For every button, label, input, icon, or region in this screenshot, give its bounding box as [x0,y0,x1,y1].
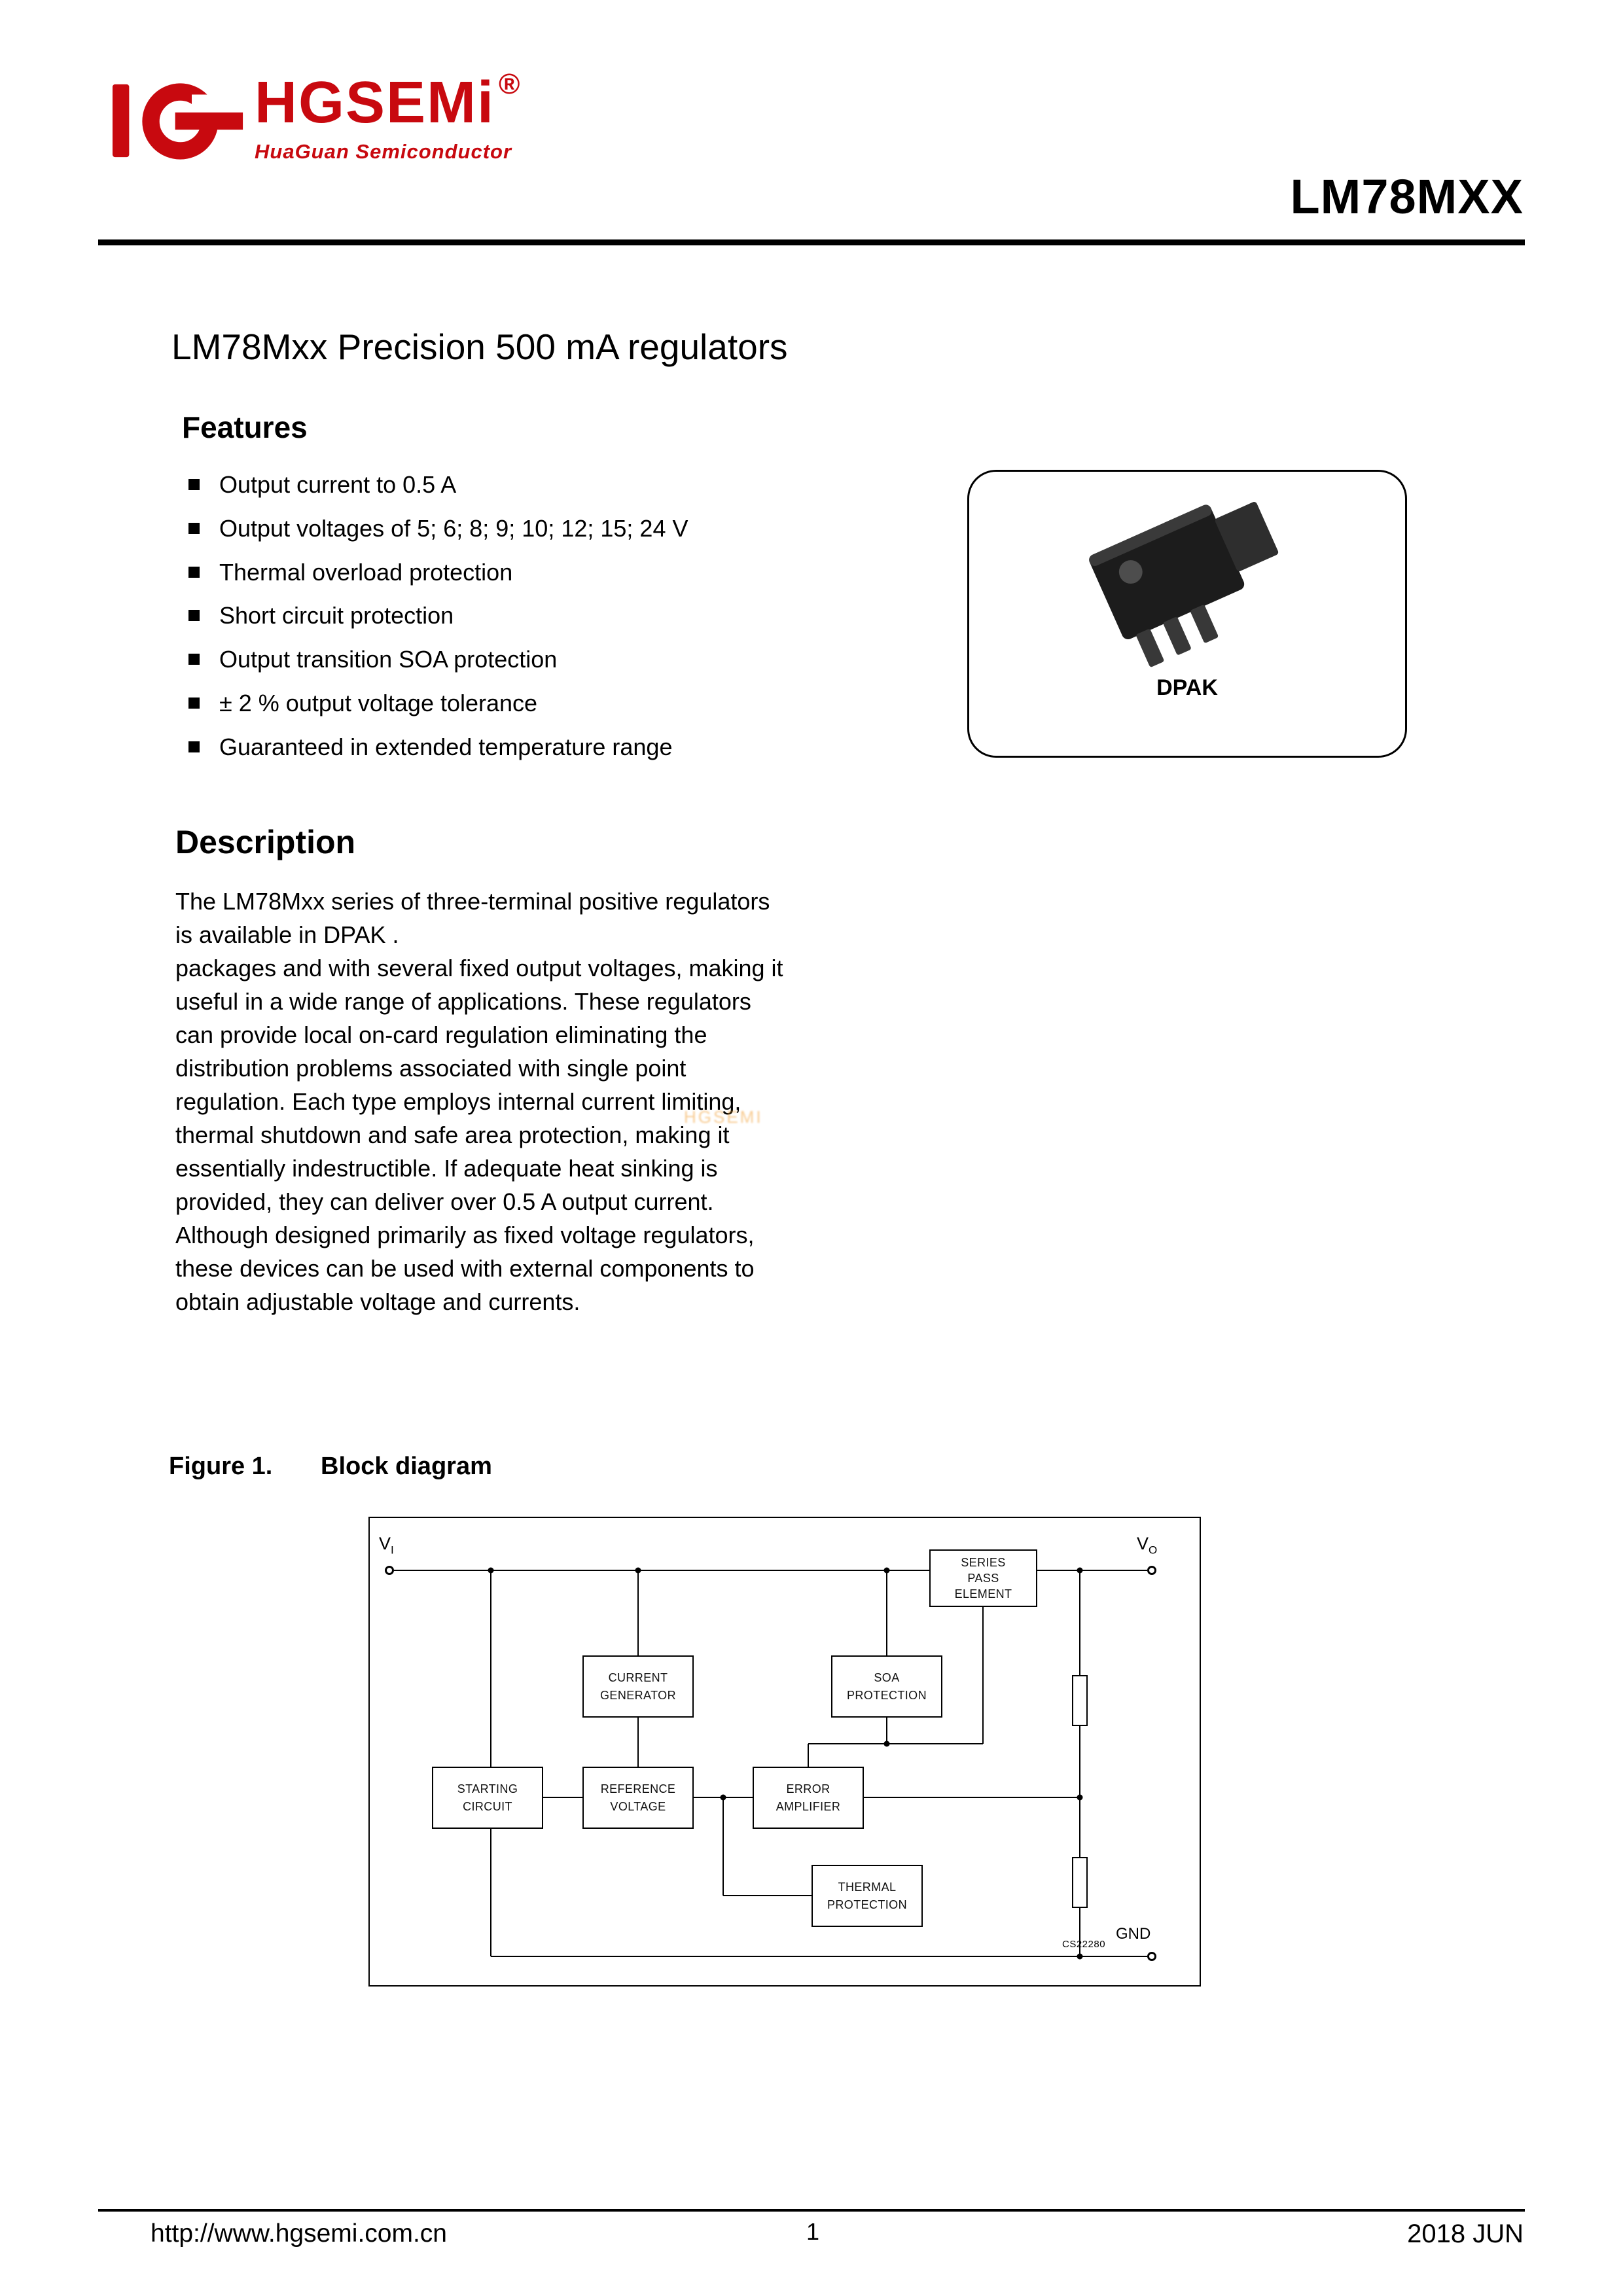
wire [490,1829,491,1956]
resistor-icon [1072,1857,1088,1908]
wire [886,1718,887,1744]
wire [490,1570,491,1767]
wire [723,1895,812,1896]
brand-name: HGSEMi [255,70,495,135]
page-title: LM78Mxx Precision 500 mA regulators [171,327,788,367]
bullet-icon [188,697,200,709]
wire [1079,1570,1080,1675]
features-list: Output current to 0.5 A Output voltages … [188,472,961,779]
feature-item: Guaranteed in extended temperature range [188,733,961,760]
gnd-label: GND [1116,1925,1151,1943]
bullet-icon [188,654,200,665]
gnd-terminal-icon [1147,1952,1156,1961]
package-name: DPAK [1156,675,1218,700]
part-number: LM78MXX [1290,169,1524,224]
vin-label: VI [379,1534,394,1557]
wire [1079,1726,1080,1857]
wire [808,1743,983,1744]
description-heading: Description [175,824,356,860]
wire [1037,1570,1147,1571]
package-preview-box: DPAK [967,470,1407,758]
brand-subtitle: HuaGuan Semiconductor [255,140,512,163]
hgsemi-logo-icon [111,73,245,173]
feature-item: ± 2 % output voltage tolerance [188,691,961,716]
header-brand-area: HGSEMi ® HuaGuan Semiconductor [111,68,520,173]
page-number: 1 [806,2218,820,2245]
junction-dot [883,1567,890,1574]
bullet-icon [188,479,200,490]
wire [864,1797,1080,1798]
header-divider [98,239,1525,245]
wire [491,1956,1147,1957]
wire [637,1570,639,1655]
bullet-icon [188,610,200,622]
junction-dot [1077,1567,1083,1574]
resistor-icon [1072,1675,1088,1726]
registered-trademark-icon: ® [499,68,520,100]
feature-text: Short circuit protection [219,602,454,629]
dpak-package-image [1046,472,1328,671]
features-heading: Features [182,410,308,444]
watermark: HGSEMI [684,1107,763,1127]
junction-dot [1077,1794,1083,1801]
wire [808,1744,809,1767]
junction-dot [488,1567,494,1574]
feature-item: Thermal overload protection [188,558,961,586]
wire [637,1718,639,1767]
feature-item: Output transition SOA protection [188,647,961,672]
junction-dot [883,1740,890,1747]
junction-dot [720,1794,726,1801]
feature-item: Output current to 0.5 A [188,472,961,497]
feature-item: Short circuit protection [188,603,961,628]
junction-dot [1077,1953,1083,1960]
diagram-code: CS22280 [1062,1939,1106,1950]
footer-url-link[interactable]: http://www.hgsemi.com.cn [151,2219,447,2248]
junction-dot [635,1567,641,1574]
feature-text: Guaranteed in extended temperature range [219,733,673,760]
description-paragraph: The LM78Mxx series of three-terminal pos… [175,888,770,948]
wire [886,1570,887,1655]
bullet-icon [188,741,200,752]
feature-text: Output current to 0.5 A [219,471,457,498]
vout-label: VO [1137,1534,1158,1557]
bullet-icon [188,566,200,578]
wire [394,1570,929,1571]
feature-text: ± 2 % output voltage tolerance [219,689,538,716]
description-paragraph: packages and with several fixed output v… [175,955,783,1315]
wire [722,1797,724,1896]
feature-text: Output voltages of 5; 6; 8; 9; 10; 12; 1… [219,514,688,542]
footer-divider [98,2209,1525,2212]
bullet-icon [188,522,200,534]
wire [543,1797,582,1798]
figure-label: Figure 1. [169,1453,273,1480]
feature-text: Thermal overload protection [219,558,513,586]
wire [982,1606,984,1744]
description-body: The LM78Mxx series of three-terminal pos… [175,885,791,1318]
figure-caption: Block diagram [321,1453,492,1480]
vout-terminal-icon [1147,1566,1156,1575]
vin-terminal-icon [385,1566,394,1575]
footer-date: 2018 JUN [1407,2219,1524,2248]
wire [1079,1908,1080,1956]
feature-item: Output voltages of 5; 6; 8; 9; 10; 12; 1… [188,516,961,541]
feature-text: Output transition SOA protection [219,646,558,673]
